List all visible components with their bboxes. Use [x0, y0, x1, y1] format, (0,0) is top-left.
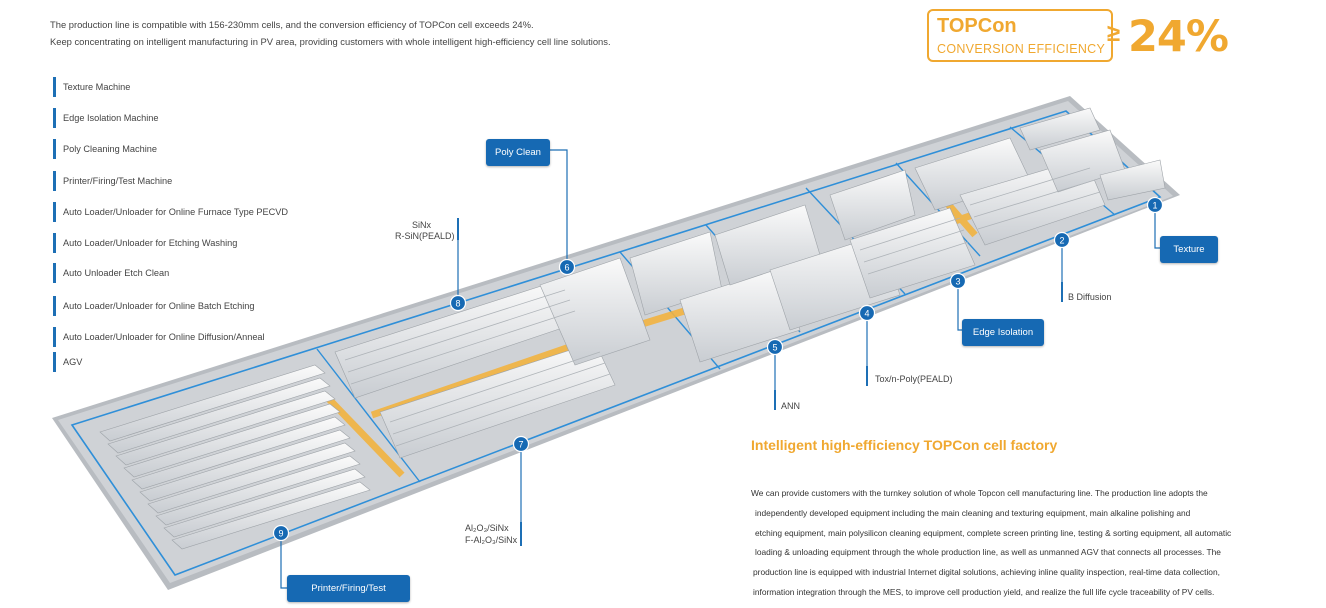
- label-bar: [457, 218, 459, 240]
- callout-printer-firing-test: Printer/Firing/Test: [287, 575, 410, 602]
- section-heading: Intelligent high-efficiency TOPCon cell …: [751, 437, 1057, 453]
- step-number: 8: [455, 299, 460, 309]
- label-sinx: SiNx: [412, 220, 431, 230]
- label-bar: [774, 390, 776, 410]
- label-f-alox-sinx: F-Al₂O₃/SiNx: [465, 535, 517, 545]
- step-number: 2: [1059, 236, 1064, 246]
- label-alox-sinx: Al₂O₃/SiNx: [465, 523, 509, 533]
- step-number: 4: [864, 309, 869, 319]
- label-r-sin-peald: R-SiN(PEALD): [395, 231, 455, 241]
- step-number: 3: [955, 277, 960, 287]
- step-number: 6: [564, 263, 569, 273]
- step-marker-4: 4: [860, 306, 875, 321]
- step-marker-9: 9: [274, 526, 289, 541]
- paragraph-line: production line is equipped with industr…: [751, 563, 1281, 583]
- label-ann: ANN: [781, 401, 800, 411]
- step-number: 7: [518, 440, 523, 450]
- paragraph-line: We can provide customers with the turnke…: [751, 484, 1281, 504]
- label-bar: [866, 366, 868, 386]
- paragraph-line: information integration through the MES,…: [751, 583, 1281, 603]
- description-paragraph: We can provide customers with the turnke…: [751, 484, 1281, 603]
- step-number: 1: [1152, 201, 1157, 211]
- step-marker-1: 1: [1148, 198, 1163, 213]
- paragraph-line: loading & unloading equipment through th…: [751, 543, 1281, 563]
- step-marker-5: 5: [768, 340, 783, 355]
- step-marker-6: 6: [560, 260, 575, 275]
- label-b-diffusion: B Diffusion: [1068, 292, 1111, 302]
- step-marker-8: 8: [451, 296, 466, 311]
- step-marker-3: 3: [951, 274, 966, 289]
- step-marker-2: 2: [1055, 233, 1070, 248]
- callout-edge-isolation: Edge Isolation: [962, 319, 1044, 346]
- label-bar: [1061, 282, 1063, 302]
- step-marker-7: 7: [514, 437, 529, 452]
- callout-texture: Texture: [1160, 236, 1218, 263]
- callout-poly-clean: Poly Clean: [486, 139, 550, 166]
- paragraph-line: etching equipment, main polysilicon clea…: [751, 524, 1281, 544]
- step-number: 9: [278, 529, 283, 539]
- step-number: 5: [772, 343, 777, 353]
- paragraph-line: independently developed equipment includ…: [751, 504, 1281, 524]
- label-bar: [520, 522, 522, 546]
- label-tox-n-poly: Tox/n-Poly(PEALD): [875, 374, 953, 384]
